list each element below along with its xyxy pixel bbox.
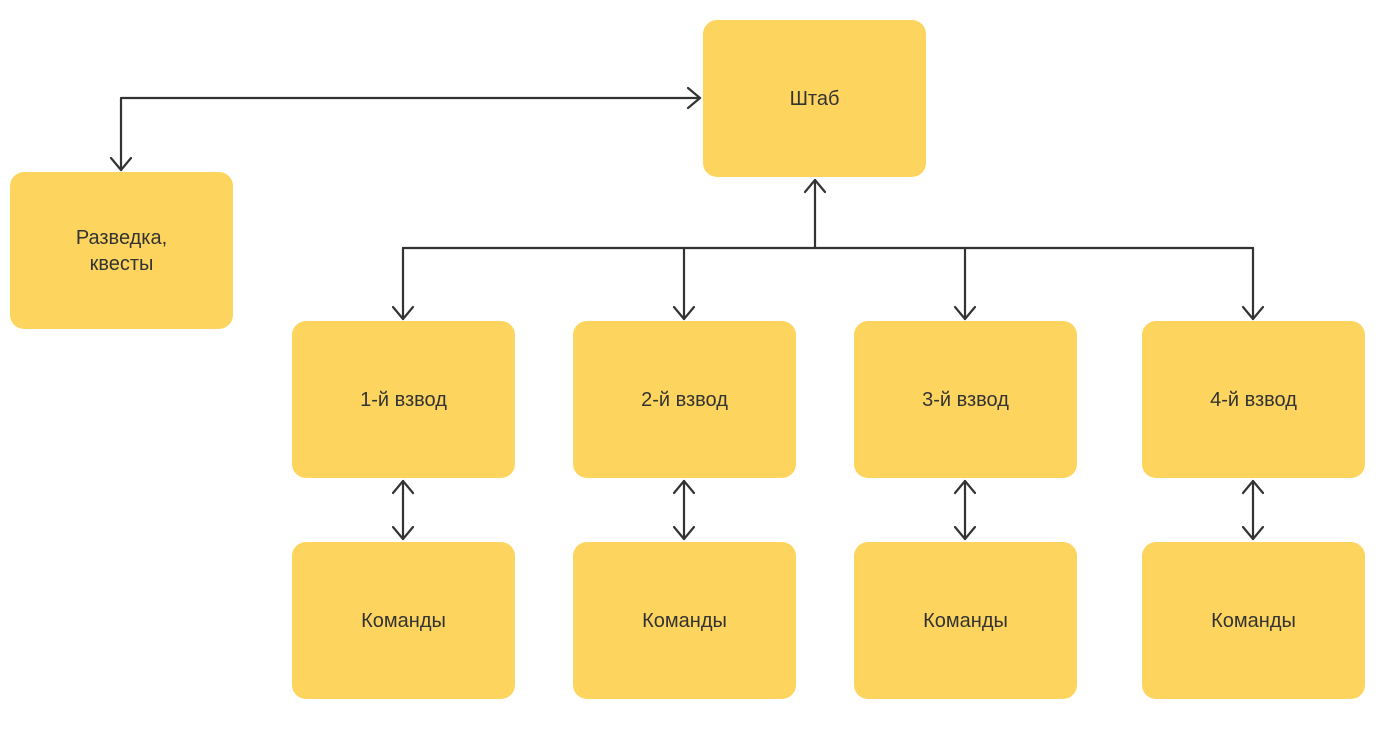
node-teams-2: Команды bbox=[573, 542, 796, 699]
arrowhead-p4-up bbox=[1241, 479, 1265, 495]
arrowhead-t1-down bbox=[391, 525, 415, 541]
node-platoon-1: 1-й взвод bbox=[292, 321, 515, 478]
arrowhead-platoon-2 bbox=[672, 305, 696, 321]
node-platoon-4: 4-й взвод bbox=[1142, 321, 1365, 478]
arrowhead-t4-down bbox=[1241, 525, 1265, 541]
arrowhead-t3-down bbox=[953, 525, 977, 541]
arrowhead-p3-up bbox=[953, 479, 977, 495]
node-recon-quests: Разведка, квесты bbox=[10, 172, 233, 329]
arrowhead-p1-up bbox=[391, 479, 415, 495]
arrowhead-platoon-3 bbox=[953, 305, 977, 321]
arrowhead-t2-down bbox=[672, 525, 696, 541]
node-teams-1: Команды bbox=[292, 542, 515, 699]
node-platoon-2: 2-й взвод bbox=[573, 321, 796, 478]
arrowhead-platoon-4 bbox=[1241, 305, 1265, 321]
arrowhead-hq-bottom bbox=[803, 178, 827, 194]
arrowhead-hq bbox=[686, 86, 702, 110]
node-platoon-3: 3-й взвод bbox=[854, 321, 1077, 478]
arrowhead-platoon-1 bbox=[391, 305, 415, 321]
arrowhead-recon bbox=[109, 156, 133, 172]
node-teams-4: Команды bbox=[1142, 542, 1365, 699]
node-teams-3: Команды bbox=[854, 542, 1077, 699]
edge-hq-recon bbox=[119, 96, 702, 172]
node-hq: Штаб bbox=[703, 20, 926, 177]
arrowhead-p2-up bbox=[672, 479, 696, 495]
